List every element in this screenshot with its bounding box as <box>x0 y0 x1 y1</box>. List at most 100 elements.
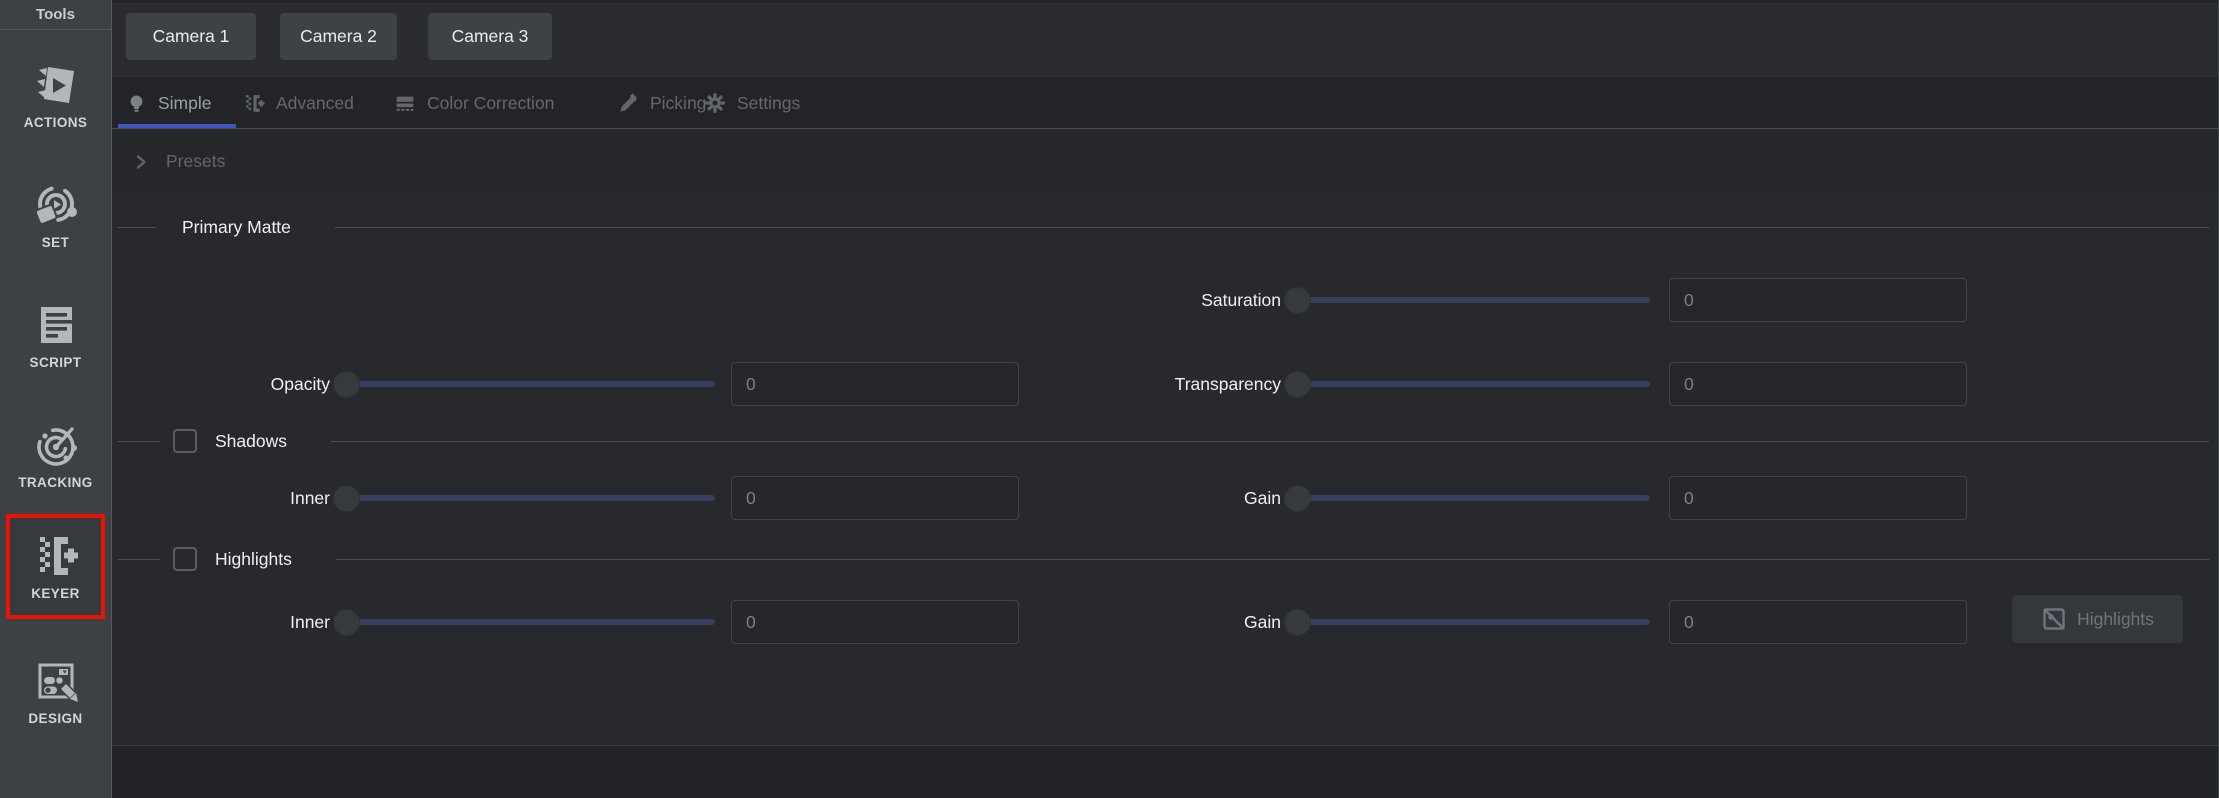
highlights-gain-value-input[interactable] <box>1669 600 1967 644</box>
camera-1-button[interactable]: Camera 1 <box>126 13 256 60</box>
chevron-right-icon <box>132 153 150 171</box>
presets-label: Presets <box>166 151 226 171</box>
sidebar-item-label: ACTIONS <box>23 115 88 130</box>
sidebar-item-label: KEYER <box>31 585 80 601</box>
tools-header: Tools <box>0 0 111 30</box>
highlights-checkbox[interactable] <box>173 547 197 571</box>
shadows-inner-slider[interactable] <box>333 484 715 512</box>
highlights-inner-slider[interactable] <box>333 608 715 636</box>
camera-3-button[interactable]: Camera 3 <box>428 13 552 60</box>
tab-simple-label: Simple <box>158 92 212 113</box>
opacity-row: Opacity <box>112 362 1019 406</box>
slider-thumb[interactable] <box>1284 286 1311 314</box>
shadows-gain-slider[interactable] <box>1284 484 1650 512</box>
slider-track[interactable] <box>346 494 715 501</box>
tab-settings-label: Settings <box>737 92 801 113</box>
active-tab-underline <box>118 124 236 128</box>
tab-advanced[interactable]: Advanced <box>244 77 354 129</box>
keyer-tab-bar: Simple Advanced <box>112 77 2218 129</box>
sidebar-item-label: DESIGN <box>28 711 83 726</box>
transparency-row: Transparency <box>1060 362 1967 406</box>
highlights-toggle-label: Highlights <box>2077 608 2154 629</box>
gear-icon <box>705 93 725 113</box>
saturation-row: Saturation <box>1060 278 1967 322</box>
script-icon <box>40 307 75 343</box>
eyedropper-icon <box>620 93 637 112</box>
sidebar-item-label: TRACKING <box>18 475 93 490</box>
saturation-value-input[interactable] <box>1669 278 1967 322</box>
slider-track[interactable] <box>346 380 715 387</box>
shadows-gain-value-input[interactable] <box>1669 476 1967 520</box>
sidebar-item-label: SCRIPT <box>29 355 82 370</box>
transparency-slider[interactable] <box>1284 370 1650 398</box>
primary-matte-title: Primary Matte <box>182 216 291 237</box>
tab-color-correction-label: Color Correction <box>427 92 555 113</box>
design-icon <box>38 663 78 702</box>
tab-settings[interactable]: Settings <box>704 77 800 129</box>
slider-thumb[interactable] <box>1284 608 1311 636</box>
tab-color-correction[interactable]: Color Correction <box>394 77 554 129</box>
slider-thumb[interactable] <box>333 608 360 636</box>
slider-track[interactable] <box>1297 380 1650 387</box>
bulb-icon <box>130 95 143 112</box>
presets-expander[interactable]: Presets <box>112 130 2218 193</box>
slider-track[interactable] <box>1297 618 1650 625</box>
sidebar-item-keyer[interactable]: KEYER <box>6 514 105 619</box>
tab-advanced-label: Advanced <box>276 92 354 113</box>
camera-2-button[interactable]: Camera 2 <box>280 13 397 60</box>
inner-label: Inner <box>290 487 330 508</box>
color-correction-icon <box>396 96 414 111</box>
highlights-toggle-button[interactable]: Highlights <box>2012 595 2183 643</box>
slider-thumb[interactable] <box>333 484 360 512</box>
highlights-inner-value-input[interactable] <box>731 600 1019 644</box>
shadows-inner-value-input[interactable] <box>731 476 1019 520</box>
shadows-inner-row: Inner <box>112 476 1019 520</box>
highlights-gain-row: Gain <box>1060 600 1967 644</box>
highlights-section-header: Highlights <box>112 544 2209 574</box>
tracking-icon <box>36 427 77 466</box>
shadows-checkbox[interactable] <box>173 429 197 453</box>
keyer-small-icon <box>246 94 265 112</box>
divider-line <box>335 558 2209 560</box>
transparency-value-input[interactable] <box>1669 362 1967 406</box>
keyer-icon <box>39 536 78 575</box>
tab-simple[interactable]: Simple <box>126 77 212 129</box>
sidebar-item-actions[interactable]: ACTIONS <box>6 62 105 130</box>
slider-track[interactable] <box>346 618 715 625</box>
transparency-label: Transparency <box>1174 373 1281 394</box>
divider-line <box>118 558 160 560</box>
slider-thumb[interactable] <box>333 370 360 398</box>
gain-label: Gain <box>1244 611 1281 632</box>
sidebar-item-set[interactable]: SET <box>6 182 105 250</box>
shadows-title: Shadows <box>215 430 287 451</box>
bottom-strip <box>112 745 2218 798</box>
shadows-gain-row: Gain <box>1060 476 1967 520</box>
highlights-inner-row: Inner <box>112 600 1019 644</box>
sidebar-item-script[interactable]: SCRIPT <box>6 302 105 370</box>
slider-thumb[interactable] <box>1284 484 1311 512</box>
slider-track[interactable] <box>1297 296 1650 303</box>
slider-track[interactable] <box>1297 494 1650 501</box>
saturation-slider[interactable] <box>1284 286 1650 314</box>
opacity-value-input[interactable] <box>731 362 1019 406</box>
image-slash-icon <box>2043 608 2065 630</box>
tab-picking-label: Picking <box>650 92 707 113</box>
saturation-label: Saturation <box>1201 289 1281 310</box>
tools-sidebar: Tools ACTIONS SET <box>0 0 112 798</box>
divider-line <box>331 440 2209 442</box>
highlights-title: Highlights <box>215 548 292 569</box>
sidebar-item-label: SET <box>41 235 70 250</box>
opacity-slider[interactable] <box>333 370 715 398</box>
shadows-section-header: Shadows <box>112 426 2209 456</box>
opacity-label: Opacity <box>270 373 330 394</box>
actions-icon <box>36 67 74 103</box>
divider-line <box>118 226 156 228</box>
tab-picking[interactable]: Picking <box>618 77 706 129</box>
highlights-gain-slider[interactable] <box>1284 608 1650 636</box>
gain-label: Gain <box>1244 487 1281 508</box>
simple-panel <box>112 193 2218 745</box>
sidebar-item-design[interactable]: DESIGN <box>6 658 105 726</box>
sidebar-item-tracking[interactable]: TRACKING <box>6 422 105 490</box>
slider-thumb[interactable] <box>1284 370 1311 398</box>
